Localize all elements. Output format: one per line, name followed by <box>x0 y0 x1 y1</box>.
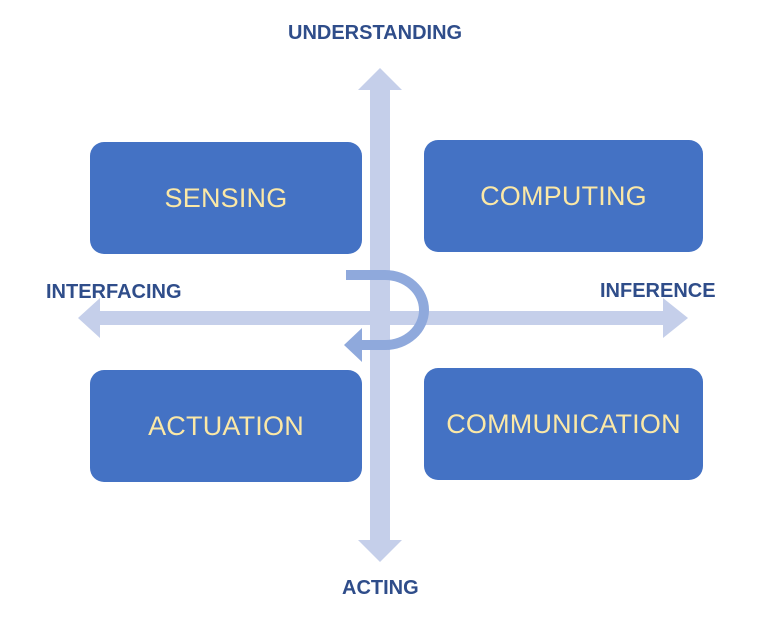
quadrant-label-computing: COMPUTING <box>480 180 647 211</box>
axis-label-left: INTERFACING <box>46 281 182 303</box>
quadrant-box-computing: COMPUTING <box>424 140 703 252</box>
quadrant-box-sensing: SENSING <box>90 142 362 254</box>
quadrant-label-actuation: ACTUATION <box>148 410 304 441</box>
quadrant-label-communication: COMMUNICATION <box>446 408 681 439</box>
quadrant-box-actuation: ACTUATION <box>90 370 362 482</box>
quadrant-box-communication: COMMUNICATION <box>424 368 703 480</box>
quadrant-label-sensing: SENSING <box>164 182 288 213</box>
axis-label-bottom: ACTING <box>342 577 419 599</box>
axis-label-top: UNDERSTANDING <box>288 22 463 44</box>
axis-label-right: INFERENCE <box>600 280 716 302</box>
